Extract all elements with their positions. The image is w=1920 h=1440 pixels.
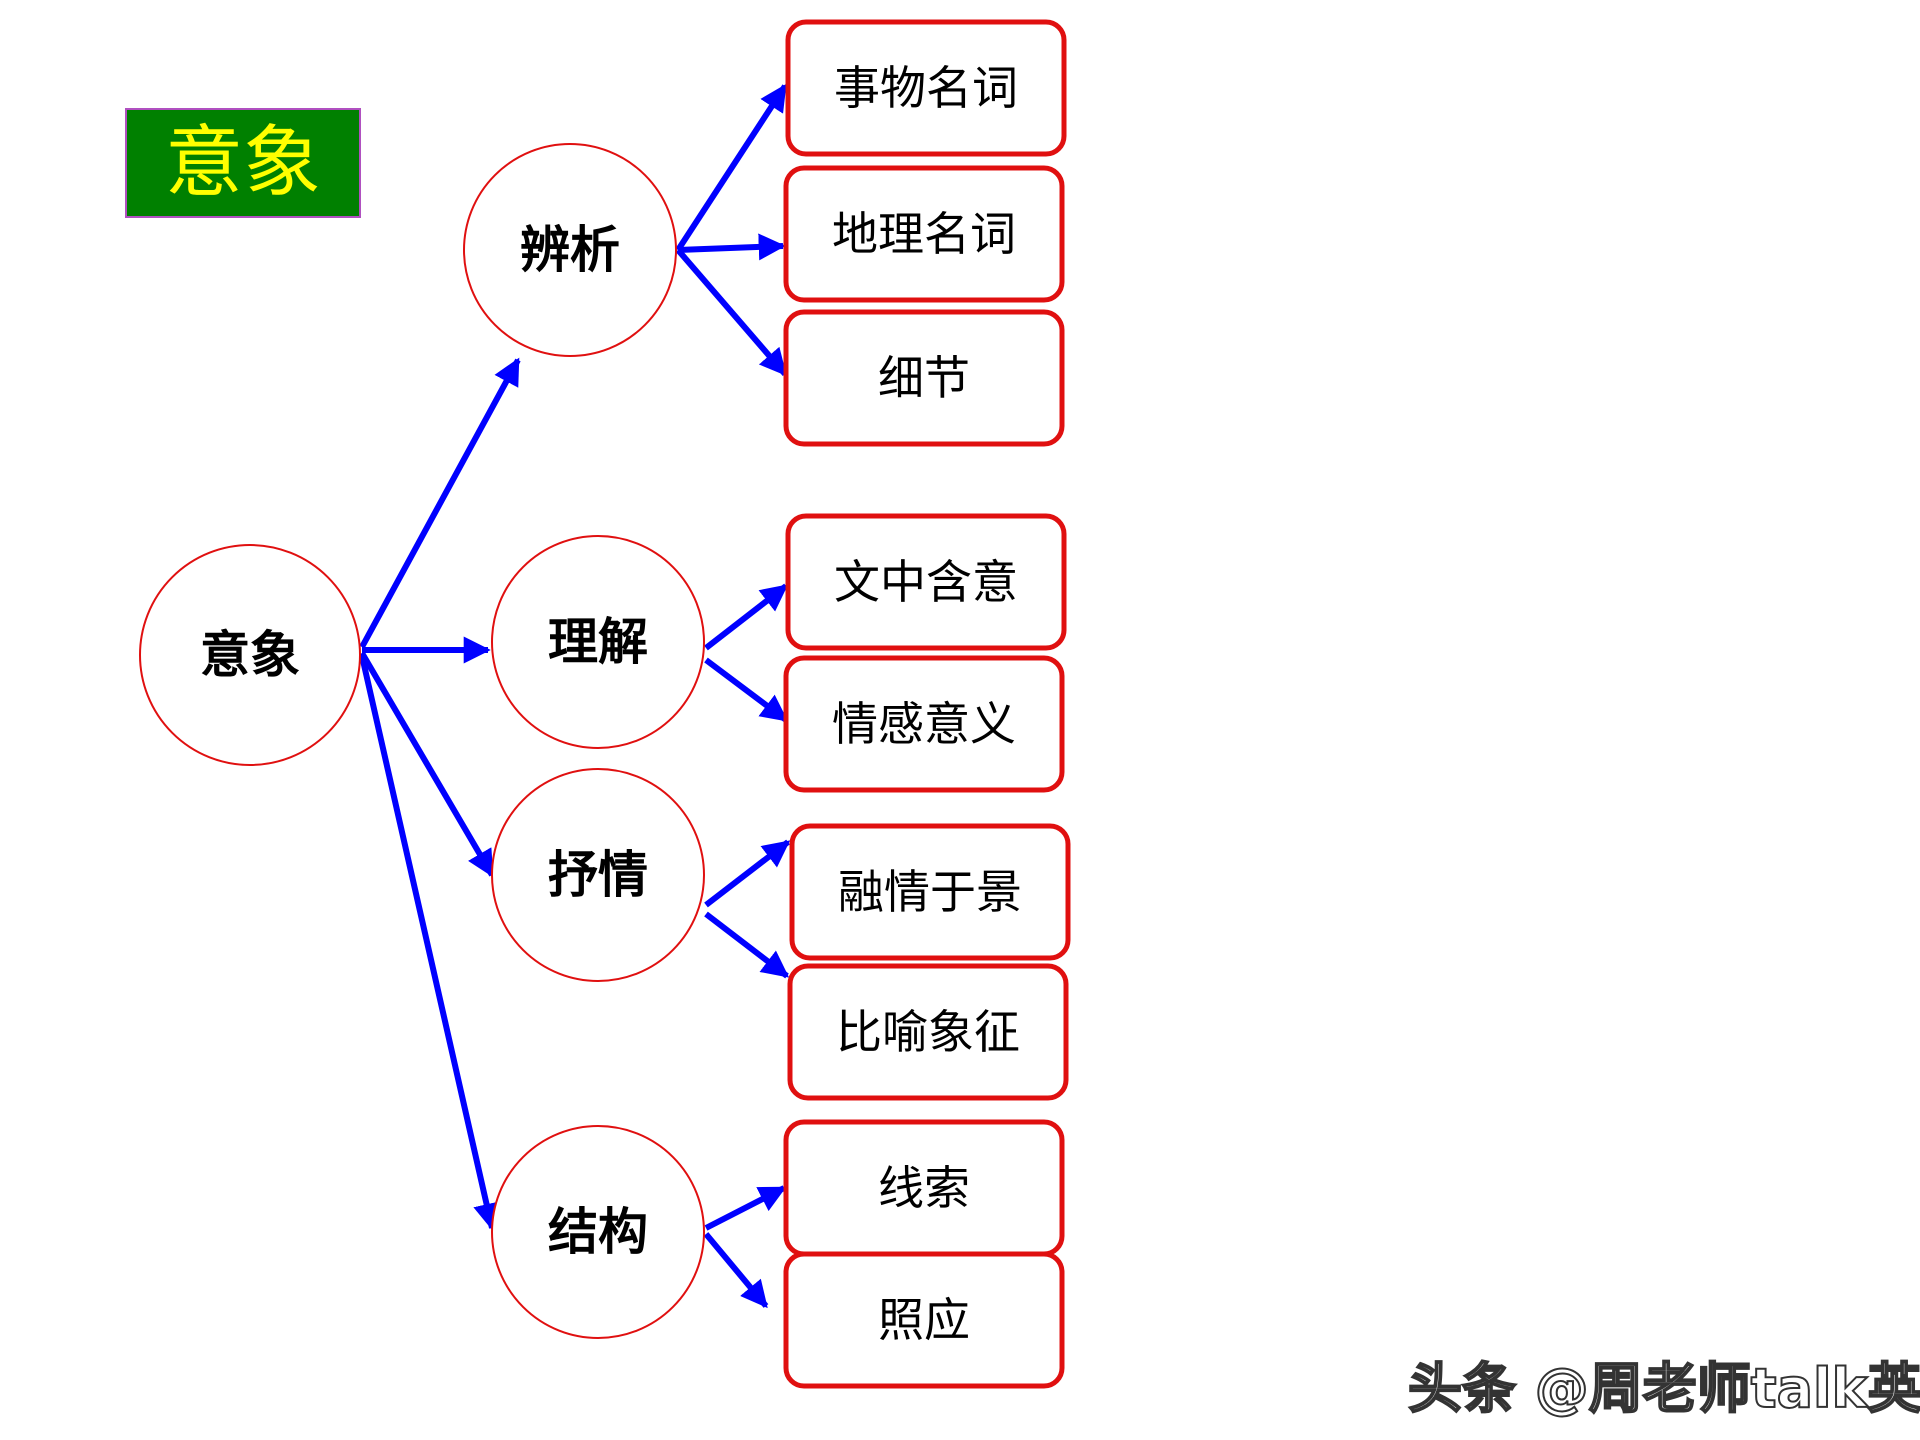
root-node-circle <box>139 544 361 766</box>
leaf-label-4-2: 照应 <box>878 1293 970 1347</box>
leaf-box-2-2 <box>783 655 1065 793</box>
leaf-label-4-1: 线索 <box>878 1161 970 1215</box>
branch-node-circle-2 <box>491 535 705 749</box>
branch-node-circle-3 <box>491 768 705 982</box>
arrow-branch-2-to-leaf-1 <box>704 583 789 651</box>
leaf-box-1-1 <box>785 19 1067 157</box>
leaf-label-2-1: 文中含意 <box>834 555 1018 609</box>
arrow-root-to-branch-1 <box>359 357 521 649</box>
leaf-label-2-2: 情感意义 <box>832 697 1016 751</box>
leaf-box-1-2 <box>783 165 1065 303</box>
branch-node-label-3: 抒情 <box>548 846 648 904</box>
arrow-branch-2-to-leaf-2 <box>704 657 789 723</box>
leaf-box-2-1 <box>785 513 1067 651</box>
leaf-label-1-1: 事物名词 <box>834 61 1018 115</box>
leaf-label-1-2: 地理名词 <box>832 207 1016 261</box>
branch-node-label-2: 理解 <box>548 613 648 671</box>
arrow-branch-1-to-leaf-1 <box>675 83 788 252</box>
arrow-branch-4-to-leaf-1 <box>704 1185 787 1231</box>
branch-node-label-4: 结构 <box>548 1203 648 1261</box>
leaf-label-3-1: 融情于景 <box>838 865 1022 919</box>
leaf-box-4-2 <box>783 1251 1065 1389</box>
arrow-branch-4-to-leaf-2 <box>703 1232 769 1309</box>
watermark: 头条 @周老师talk英文 <box>1407 1357 1920 1420</box>
arrow-root-to-branch-4 <box>359 655 500 1231</box>
leaf-box-3-2 <box>787 963 1069 1101</box>
root-node-label: 意象 <box>200 626 300 684</box>
branch-node-label-1: 辨析 <box>520 221 620 279</box>
arrow-branch-3-to-leaf-1 <box>704 839 791 908</box>
branch-node-circle-1 <box>463 143 677 357</box>
leaf-box-1-3 <box>783 309 1065 447</box>
arrow-root-to-branch-3 <box>359 651 495 878</box>
arrow-branch-3-to-leaf-2 <box>704 911 790 979</box>
branch-node-circle-4 <box>491 1125 705 1339</box>
title-badge: 意象 <box>125 108 361 218</box>
leaf-box-3-1 <box>789 823 1071 961</box>
leaf-label-3-2: 比喻象征 <box>836 1005 1020 1059</box>
leaf-label-1-3: 细节 <box>878 351 970 405</box>
arrow-branch-1-to-leaf-2 <box>677 233 786 261</box>
arrow-branch-1-to-leaf-3 <box>675 248 788 377</box>
